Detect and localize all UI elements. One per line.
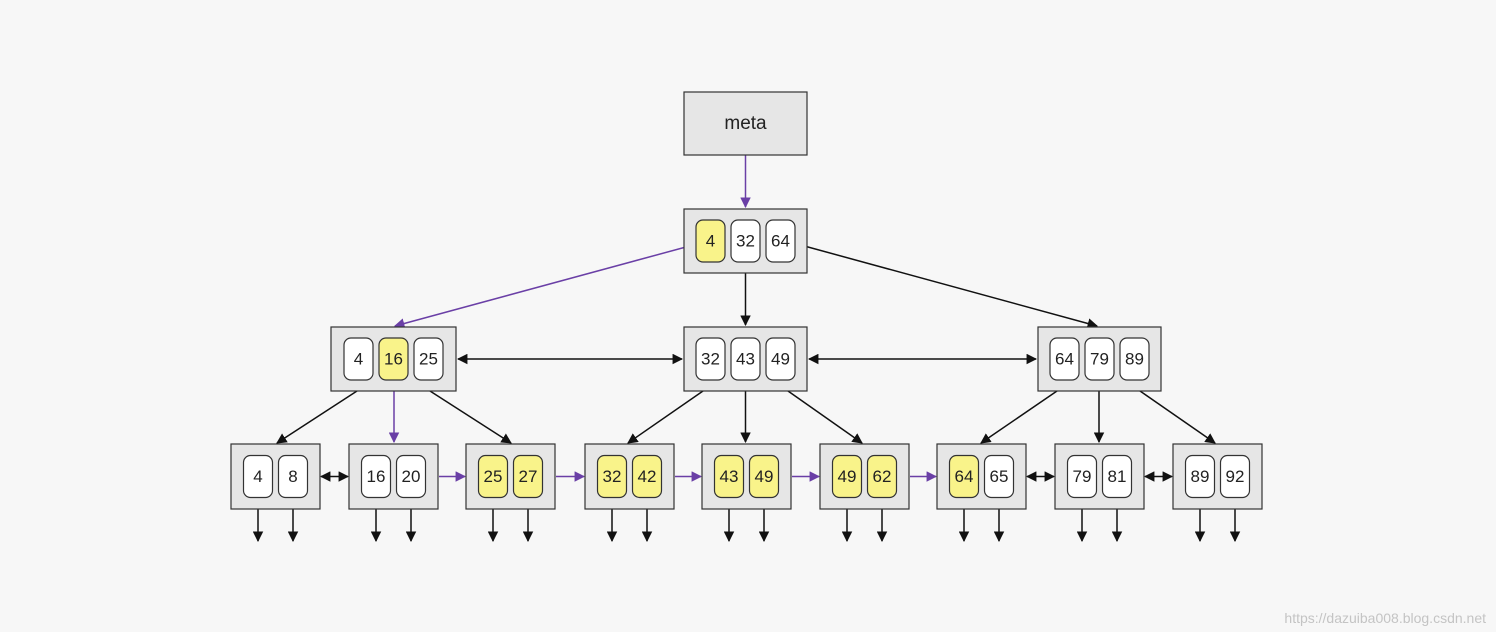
- key-label: 64: [1055, 350, 1074, 369]
- key-label: 89: [1191, 467, 1210, 486]
- watermark: https://dazuiba008.blog.csdn.net: [1284, 610, 1486, 626]
- key-cell: [343, 337, 374, 381]
- highlighted-key-cell: [512, 454, 544, 499]
- root-node: 4 32 64: [683, 208, 808, 274]
- key-label: 81: [1108, 467, 1127, 486]
- key-label: 64: [955, 467, 974, 486]
- highlighted-key-cell: [713, 454, 745, 499]
- internal-node: 32 43 49: [683, 326, 808, 392]
- key-label: 49: [838, 467, 857, 486]
- key-cell: [695, 337, 726, 381]
- leaf-node: 32 42: [584, 443, 675, 510]
- key-cell: [1066, 454, 1098, 499]
- key-label: 32: [701, 350, 720, 369]
- internal-node: 64 79 89: [1037, 326, 1162, 392]
- key-cell: [1219, 454, 1251, 499]
- leaf-node: 89 92: [1172, 443, 1263, 510]
- internal-to-leaf-edge: [1139, 390, 1216, 444]
- key-label: 8: [288, 467, 297, 486]
- key-label: 62: [873, 467, 892, 486]
- highlighted-key-cell: [831, 454, 863, 499]
- key-label: 43: [720, 467, 739, 486]
- highlighted-key-cell: [748, 454, 780, 499]
- internal-to-leaf-edge: [627, 390, 704, 444]
- key-label: 4: [706, 232, 715, 251]
- leaf-node: 25 27: [465, 443, 556, 510]
- key-label: 92: [1226, 467, 1245, 486]
- key-label: 25: [484, 467, 503, 486]
- key-cell: [765, 337, 796, 381]
- key-label: 4: [253, 467, 262, 486]
- highlighted-key-cell: [631, 454, 663, 499]
- key-label: 64: [771, 232, 790, 251]
- key-cell: [765, 219, 796, 263]
- key-label: 43: [736, 350, 755, 369]
- meta-node: meta: [683, 91, 808, 156]
- highlighted-key-cell: [477, 454, 509, 499]
- highlighted-key-cell: [378, 337, 409, 381]
- key-cell: [1084, 337, 1115, 381]
- key-label: 65: [990, 467, 1009, 486]
- root-to-internal-edge: [393, 243, 698, 329]
- leaf-node: 49 62: [819, 443, 910, 510]
- key-label: 25: [419, 350, 438, 369]
- key-cell: [730, 337, 761, 381]
- internal-to-leaf-edge: [276, 390, 358, 444]
- key-label: 32: [736, 232, 755, 251]
- key-cell: [730, 219, 761, 263]
- key-cell: [1184, 454, 1216, 499]
- internal-to-leaf-edge: [980, 390, 1058, 444]
- leaf-node: 43 49: [701, 443, 792, 510]
- internal-node: 4 16 25: [330, 326, 457, 392]
- meta-label: meta: [724, 113, 767, 134]
- highlighted-key-cell: [948, 454, 980, 499]
- key-label: 89: [1125, 350, 1144, 369]
- leaf-node: 64 65: [936, 443, 1027, 510]
- highlighted-key-cell: [596, 454, 628, 499]
- highlighted-key-cell: [695, 219, 726, 263]
- key-label: 79: [1073, 467, 1092, 486]
- key-cell: [1101, 454, 1133, 499]
- internal-to-leaf-edge: [787, 390, 863, 444]
- key-label: 27: [519, 467, 538, 486]
- key-label: 4: [354, 350, 363, 369]
- internal-to-leaf-edge: [429, 390, 512, 444]
- key-label: 79: [1090, 350, 1109, 369]
- key-cell: [242, 454, 274, 499]
- key-cell: [395, 454, 427, 499]
- key-label: 49: [771, 350, 790, 369]
- key-cell: [983, 454, 1015, 499]
- highlighted-key-cell: [866, 454, 898, 499]
- key-cell: [1119, 337, 1150, 381]
- key-cell: [1049, 337, 1080, 381]
- root-to-internal-edge: [796, 243, 1099, 329]
- key-label: 16: [384, 350, 403, 369]
- key-label: 20: [402, 467, 421, 486]
- key-label: 16: [367, 467, 386, 486]
- edges-layer: [252, 155, 1241, 543]
- key-cell: [360, 454, 392, 499]
- key-label: 42: [638, 467, 657, 486]
- key-label: 49: [755, 467, 774, 486]
- key-cell: [413, 337, 444, 381]
- leaf-node: 79 81: [1054, 443, 1145, 510]
- key-label: 32: [603, 467, 622, 486]
- key-cell: [277, 454, 309, 499]
